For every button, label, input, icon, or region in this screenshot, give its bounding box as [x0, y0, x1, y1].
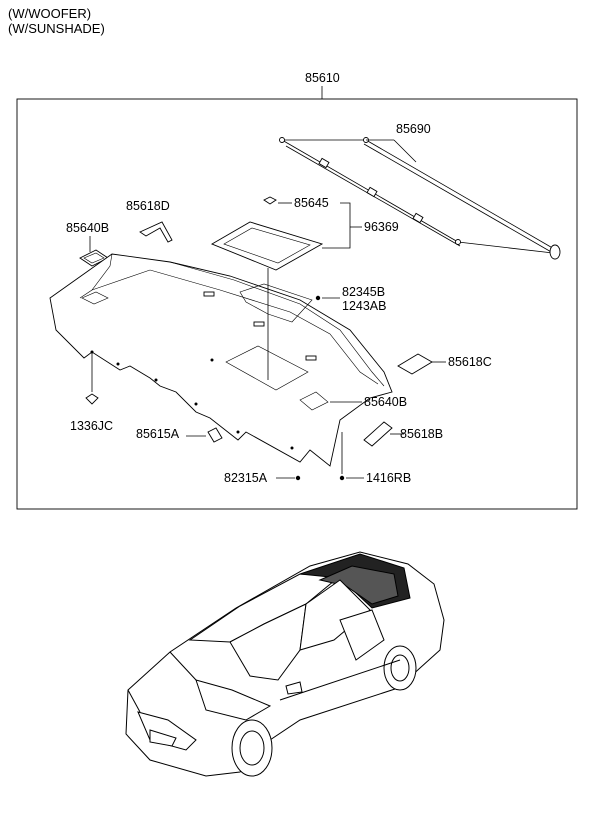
woofer-cutout — [225, 345, 309, 391]
callout-85618C: 85618C — [448, 355, 492, 369]
callout-85690: 85690 — [396, 122, 431, 136]
assembly-number-label: 85610 — [305, 71, 340, 85]
callout-85618D: 85618D — [126, 199, 170, 213]
clip-85645 — [263, 196, 277, 205]
callout-85618B: 85618B — [400, 427, 443, 441]
woofer-housing — [239, 283, 313, 323]
package-tray-panel — [49, 253, 393, 467]
header-woofer-note: (W/WOOFER) — [8, 6, 92, 21]
bracket-85618D — [139, 221, 173, 243]
callout-85645: 85645 — [294, 196, 329, 210]
callout-85640B-bottom: 85640B — [364, 395, 407, 409]
callout-1336JC: 1336JC — [70, 419, 113, 433]
clip-85615A — [207, 427, 223, 443]
callout-1416RB: 1416RB — [366, 471, 411, 485]
clip-1416RB — [339, 475, 345, 481]
callout-85615A: 85615A — [136, 427, 180, 441]
callout-85640B-top: 85640B — [66, 221, 109, 235]
screw-82315A — [295, 475, 301, 481]
callout-82315A: 82315A — [224, 471, 268, 485]
callout-96369: 96369 — [364, 220, 399, 234]
bolt-82345B — [315, 295, 321, 301]
assembly-frame — [16, 98, 578, 510]
bracket-85618C — [397, 353, 433, 375]
vehicle-illustration — [125, 551, 445, 777]
callout-1243AB: 1243AB — [342, 299, 386, 313]
clip-1336JC — [85, 393, 99, 405]
diagram-header: (W/WOOFER) (W/SUNSHADE) — [8, 6, 105, 36]
speaker-grille-96369 — [210, 221, 324, 271]
header-sunshade-note: (W/SUNSHADE) — [8, 21, 105, 36]
callout-82345B: 82345B — [342, 285, 385, 299]
sunshade-rail — [279, 137, 561, 260]
leader-85690 — [393, 139, 417, 163]
bracket-85618B — [363, 421, 393, 447]
